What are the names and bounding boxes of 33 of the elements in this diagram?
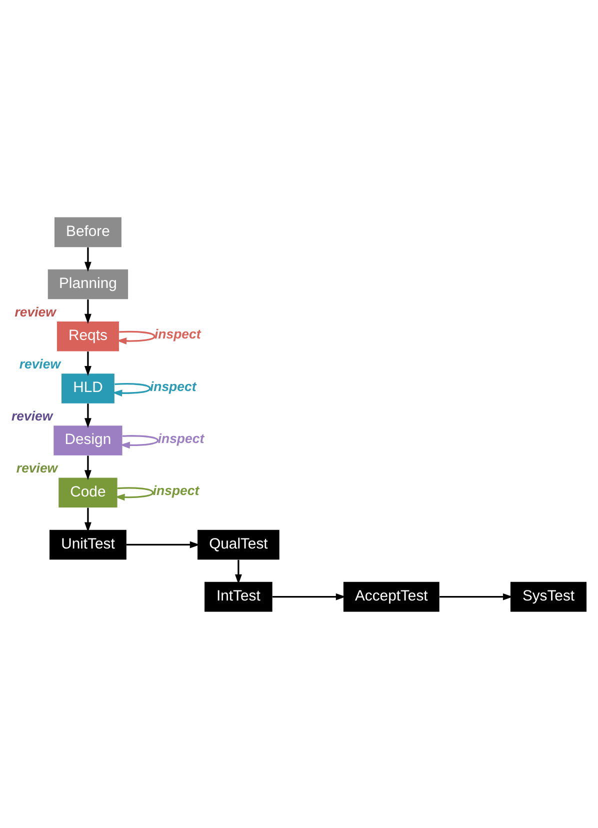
arrow xyxy=(114,486,154,500)
node-box: QualTest xyxy=(198,529,280,560)
node-box: SysTest xyxy=(510,581,587,612)
arrow xyxy=(234,559,242,584)
node-box: IntTest xyxy=(204,581,272,612)
edge-label: inspect xyxy=(152,482,200,498)
arrow xyxy=(84,403,92,428)
node-box: Before xyxy=(54,216,122,247)
node-box: Design xyxy=(54,425,122,455)
node-box: AcceptTest xyxy=(343,581,440,612)
arrow xyxy=(126,540,200,548)
arrow xyxy=(272,592,346,600)
node-box: UnitTest xyxy=(50,529,126,560)
edge-label: inspect xyxy=(150,378,196,394)
arrow xyxy=(84,298,92,324)
arrow xyxy=(84,507,92,532)
node-label: review xyxy=(14,304,56,319)
arrow xyxy=(84,246,92,272)
arrow xyxy=(84,351,92,376)
arrow xyxy=(120,434,159,448)
node-box: HLD xyxy=(62,373,114,403)
edge-label: inspect xyxy=(154,326,201,342)
arrow xyxy=(440,592,513,600)
arrow xyxy=(116,330,156,344)
node-label: review xyxy=(11,408,53,424)
node-box: Code xyxy=(58,477,118,508)
node-label: review xyxy=(19,356,60,371)
arrow xyxy=(84,455,92,480)
arrow xyxy=(112,382,151,396)
node-box: Planning xyxy=(48,268,128,299)
node-box: Reqts xyxy=(56,320,119,351)
node-label: review xyxy=(16,460,58,476)
edge-label: inspect xyxy=(158,430,204,446)
